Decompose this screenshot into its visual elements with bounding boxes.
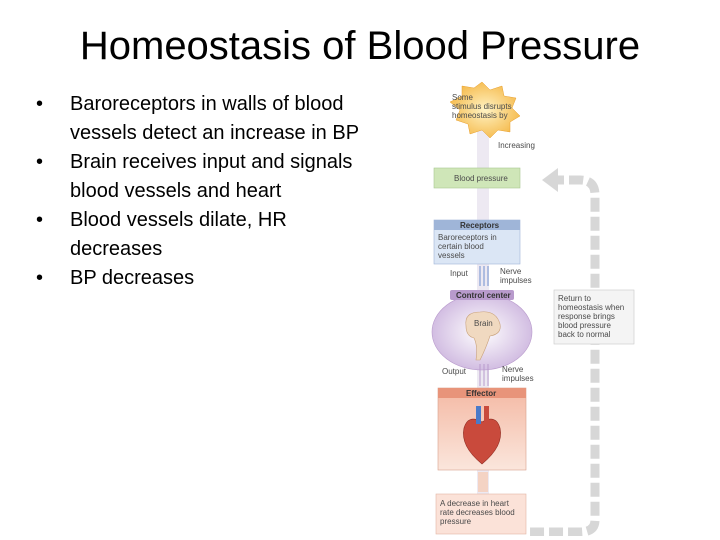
- result-box: [435, 493, 527, 535]
- receptors-line: Baroreceptors in: [438, 233, 497, 242]
- nerve-impulses-label: Nerve: [502, 365, 524, 374]
- result-line: rate decreases blood: [440, 508, 515, 517]
- output-label: Output: [442, 367, 467, 376]
- return-line: Return to: [558, 294, 591, 303]
- receptors-header: Receptors: [460, 221, 500, 230]
- control-center-label: Control center: [456, 291, 511, 300]
- input-label: Input: [450, 269, 469, 278]
- bullet-item: BP decreases: [30, 264, 370, 293]
- return-line: back to normal: [558, 330, 611, 339]
- control-center: Control center Brain: [431, 290, 533, 371]
- effector-box: Effector: [437, 387, 527, 471]
- return-line: response brings: [558, 312, 615, 321]
- return-line: homeostasis when: [558, 303, 624, 312]
- receptors-line: certain blood: [438, 242, 484, 251]
- variable-label: Blood pressure: [454, 174, 508, 183]
- return-callout: Return to homeostasis when response brin…: [553, 289, 635, 345]
- variable-box: [433, 167, 521, 189]
- return-loop-arrow: [530, 168, 600, 536]
- bullet-item: Brain receives input and signals blood v…: [30, 148, 370, 206]
- result-arrow: [478, 472, 488, 492]
- brain-icon: [465, 311, 501, 361]
- receptors-line: vessels: [438, 251, 465, 260]
- increasing-label: Increasing: [498, 141, 535, 150]
- output-arrows: [479, 364, 489, 386]
- homeostasis-diagram: Some stimulus disrupts homeostasis by In…: [430, 80, 690, 536]
- bullet-item: Blood vessels dilate, HR decreases: [30, 206, 370, 264]
- input-arrows: [479, 266, 489, 286]
- nerve-impulses-label: impulses: [500, 276, 532, 285]
- stimulus-line: stimulus disrupts: [452, 102, 512, 111]
- stimulus-line: homeostasis by: [452, 111, 508, 120]
- nerve-impulses-label: Nerve: [500, 267, 522, 276]
- bullet-list: Baroreceptors in walls of blood vessels …: [30, 90, 370, 293]
- nerve-impulses-label: impulses: [502, 374, 534, 383]
- result-line: pressure: [440, 517, 472, 526]
- effector-header: Effector: [466, 389, 496, 398]
- heart-icon: [463, 406, 501, 465]
- stimulus-line: Some: [452, 93, 473, 102]
- bullet-item: Baroreceptors in walls of blood vessels …: [30, 90, 370, 148]
- receptors-box: Receptors Baroreceptors in certain blood…: [433, 219, 521, 265]
- brain-label: Brain: [474, 319, 493, 328]
- stimulus-burst: Some stimulus disrupts homeostasis by: [449, 81, 521, 139]
- return-line: blood pressure: [558, 321, 611, 330]
- slide-title: Homeostasis of Blood Pressure: [79, 24, 641, 68]
- result-line: A decrease in heart: [440, 499, 510, 508]
